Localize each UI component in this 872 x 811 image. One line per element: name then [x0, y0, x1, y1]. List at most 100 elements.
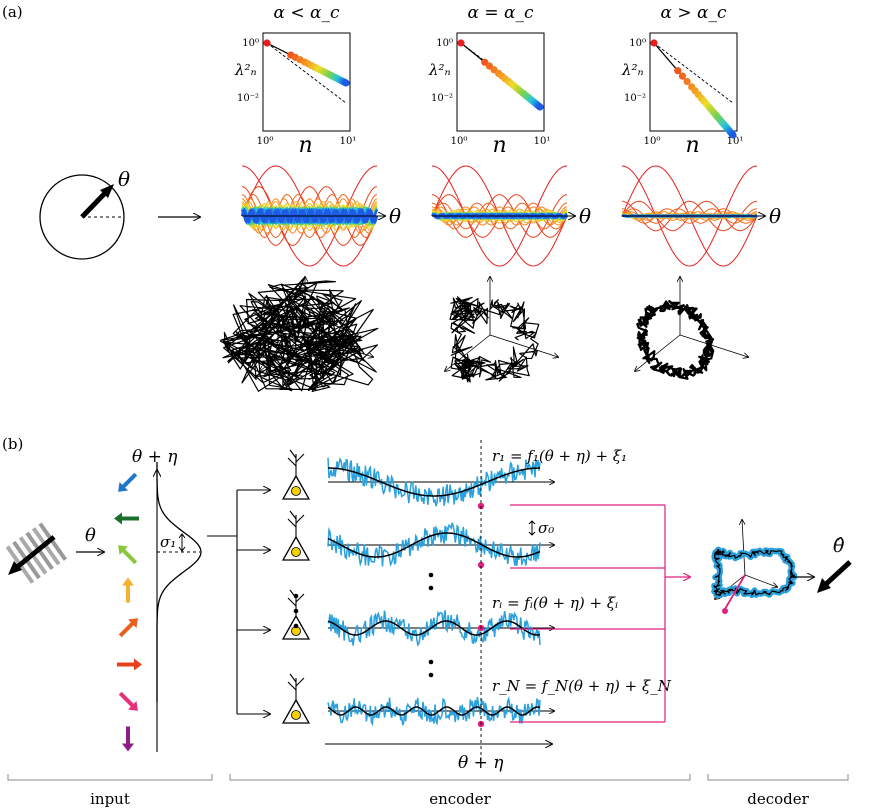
response-trace-4 — [327, 696, 554, 728]
xtick-left: 10⁰ — [451, 136, 468, 147]
tuning-curve — [241, 202, 378, 230]
eq-r1: r₁ = f₁(θ + η) + ξ₁ — [492, 447, 627, 465]
ytick-bottom: 10⁻² — [624, 93, 646, 104]
tuning-curve — [621, 213, 758, 219]
spectrum-xlabel: n — [686, 133, 700, 158]
stimulus-theta-label: θ — [85, 525, 96, 546]
input-axis-label: θ + η — [132, 447, 178, 467]
eq-rN: r_N = f_N(θ + η) + ξ_N — [492, 677, 672, 695]
noisy-response — [327, 522, 541, 567]
spectrum-ylabel: λ²ₙ — [621, 61, 644, 79]
tuning-curve — [431, 165, 568, 267]
orientation-arrow-icon — [122, 726, 134, 752]
section-brackets — [7, 774, 849, 781]
column-header-2: α = α_c — [467, 3, 534, 23]
column-header-1: α < α_c — [273, 3, 340, 23]
ytick-top: 10⁰ — [242, 38, 259, 49]
tuning-curve — [431, 213, 568, 219]
tuning-curve — [241, 193, 378, 239]
ellipsis-dots — [293, 572, 434, 678]
section-encoder: encoder — [429, 790, 491, 808]
response-trace-2 — [327, 522, 554, 569]
tuning-theta-label: θ — [769, 204, 781, 228]
readout-lines — [510, 504, 690, 723]
spectrum-ylabel: λ²ₙ — [428, 61, 451, 79]
manifold-curve — [636, 300, 715, 380]
spectrum-xlabel: n — [299, 133, 313, 158]
sigma0-label: σ₀ — [538, 519, 554, 537]
decoder-manifold — [711, 520, 798, 614]
manifold-panel-1 — [219, 276, 379, 392]
tuning-panel-3: θ — [621, 165, 781, 267]
eq-ri: rᵢ = fᵢ(θ + η) + ξᵢ — [492, 594, 618, 612]
spectrum-point — [678, 72, 687, 80]
neurons — [281, 449, 311, 724]
tuning-panel-1: θ — [240, 165, 401, 267]
spectrum-point — [683, 77, 691, 86]
neuron-icon — [281, 449, 311, 500]
spectrum-plot-3: α > α_c 10⁰ 10⁻² 10⁰ 10¹ λ²ₙ n — [621, 3, 743, 158]
spectrum-ylabel: λ²ₙ — [234, 61, 257, 79]
neuron-icon — [281, 673, 311, 724]
spectrum-xlabel: n — [493, 133, 507, 158]
panel-b-label: (b) — [2, 435, 23, 453]
tuning-theta-label: θ — [579, 204, 591, 228]
spectrum-point — [457, 39, 465, 47]
sample-point — [477, 561, 485, 569]
response-trace-3 — [327, 610, 554, 647]
noisy-response — [327, 610, 541, 647]
column-header-3: α > α_c — [660, 3, 727, 23]
tuning-curve — [621, 208, 758, 224]
tuning-theta-label: θ — [389, 204, 401, 228]
stimulus-arrow-icon — [14, 535, 56, 570]
sigma1-label: σ₁ — [160, 533, 176, 551]
tuning-curve — [241, 207, 378, 224]
ytick-bottom: 10⁻² — [431, 93, 453, 104]
encoder-axis-label: θ + η — [458, 753, 504, 773]
tuning-mean — [328, 467, 540, 497]
spectrum-plots: α < α_c 10⁰ 10⁻² 10⁰ 10¹ λ²ₙ n α = α_c 10⁰ 10⁻² 10… — [234, 3, 743, 158]
tuning-mean — [327, 532, 541, 558]
xtick-right: 10¹ — [534, 136, 551, 147]
angle-arrow-icon — [80, 188, 110, 219]
tuning-curve — [431, 202, 568, 230]
tuning-panel-2: θ — [431, 165, 591, 267]
orientation-arrow-icon — [118, 691, 138, 711]
section-decoder: decoder — [747, 790, 809, 808]
xtick-left: 10⁰ — [644, 136, 661, 147]
spectrum-point — [729, 131, 737, 139]
xtick-right: 10¹ — [727, 136, 744, 147]
circle-theta-label: θ — [118, 167, 130, 191]
grating-stimulus — [5, 522, 68, 584]
orientation-arrow-icon — [118, 545, 138, 565]
noisy-response — [327, 696, 541, 727]
manifold-curve — [449, 296, 540, 383]
ytick-top: 10⁰ — [629, 38, 646, 49]
spectrum-point — [674, 67, 682, 75]
orientation-arrow-icon — [118, 618, 138, 638]
neuron-icon — [281, 510, 311, 561]
encoder-responses — [327, 456, 554, 728]
panel-a-label: (a) — [2, 3, 23, 21]
orientation-arrow-icon — [117, 658, 142, 671]
spectrum-point — [263, 39, 271, 47]
spectrum-point — [536, 103, 544, 111]
spectrum-point — [342, 79, 350, 87]
noisy-response — [327, 456, 541, 507]
manifold-panel-3 — [635, 277, 748, 380]
manifold-curve — [219, 276, 379, 392]
tuning-curve — [431, 209, 568, 223]
decoded-theta-label: θ̂ — [833, 535, 845, 557]
tuning-curve — [431, 194, 568, 238]
tuning-mean — [327, 706, 541, 716]
decoded-vector — [724, 574, 746, 610]
tuning-curve — [431, 206, 568, 226]
branch-lines — [207, 490, 270, 714]
manifold-curves — [219, 276, 749, 392]
ytick-bottom: 10⁻² — [237, 93, 259, 104]
section-input: input — [90, 790, 130, 808]
orientation-arrow-icon — [118, 472, 138, 492]
manifold-panel-2 — [445, 277, 558, 383]
